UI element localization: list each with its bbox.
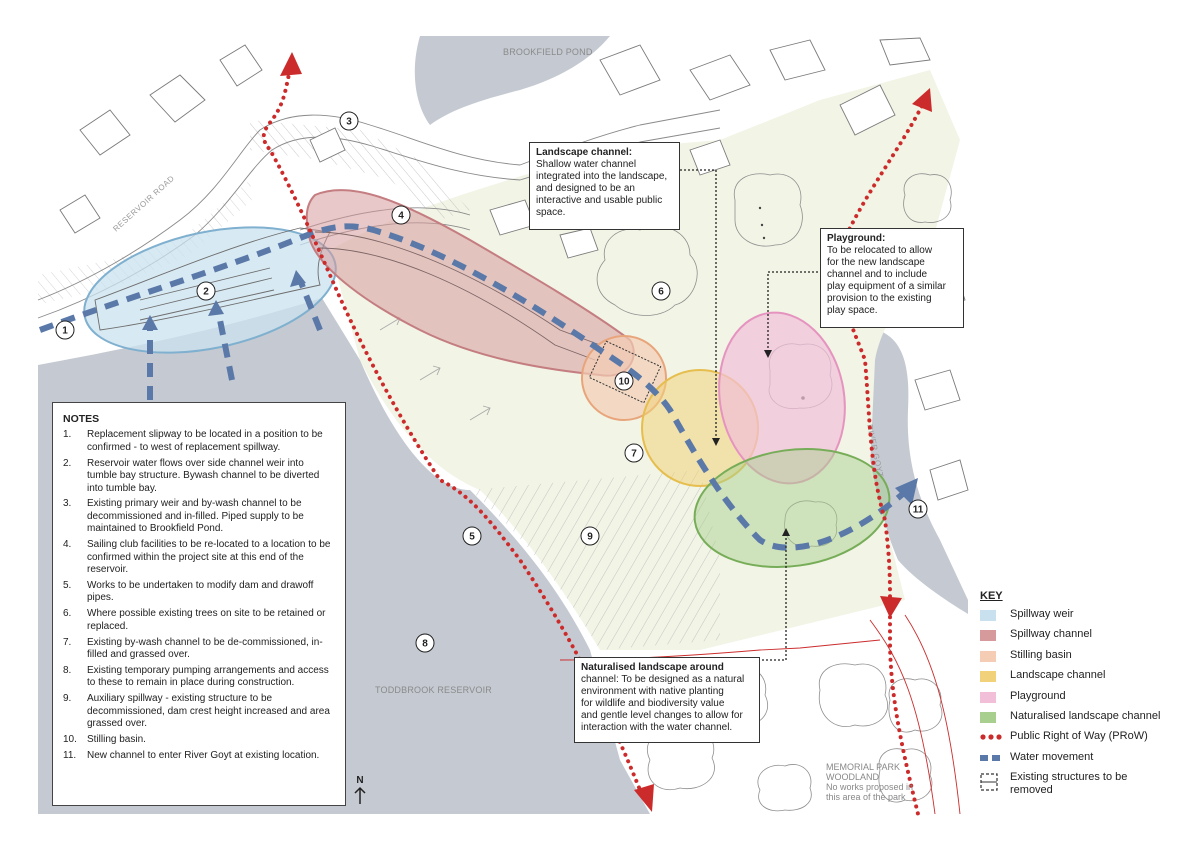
- playground-callout-title: Playground:: [827, 233, 886, 244]
- marker-6: 6: [651, 281, 671, 301]
- key-item-landscape-channel: Landscape channel: [980, 669, 1190, 689]
- key-item-water-movement: Water movement: [980, 751, 1190, 771]
- marker-8: 8: [415, 633, 435, 653]
- swatch: [980, 610, 996, 621]
- note-item: 7.Existing by-wash channel to be de-comm…: [63, 636, 323, 660]
- note-item: 3.Existing primary weir and by-wash chan…: [63, 498, 304, 535]
- key-item-prow: Public Right of Way (PRoW): [980, 730, 1190, 750]
- key-item-playground: Playground: [980, 690, 1190, 710]
- bywash-hatch: [250, 120, 470, 220]
- key-item-existing-structures: Existing structures to be removed: [980, 771, 1190, 801]
- water-movement-arrowheads: [142, 270, 918, 505]
- callout-line: interaction with the water channel.: [581, 722, 733, 733]
- marker-3: 3: [339, 111, 359, 131]
- marker-11: 11: [908, 499, 928, 519]
- brookfield-pond: [414, 36, 610, 125]
- callout-line: for wildlife and biodiversity value: [581, 698, 725, 709]
- svg-text:3: 3: [346, 117, 352, 128]
- callout-line: interactive and usable public: [536, 195, 663, 206]
- landscape-channel-callout-title: Landscape channel:: [536, 147, 633, 158]
- map-key: KEY Spillway weir Spillway channel Still…: [980, 590, 1190, 801]
- key-title: KEY: [980, 590, 1003, 602]
- svg-text:1: 1: [62, 326, 68, 337]
- river-goyt: [864, 330, 968, 614]
- callout-leader-arrows: [712, 350, 790, 536]
- callout-line: space.: [536, 207, 566, 218]
- key-item-spillway-channel: Spillway channel: [980, 628, 1190, 648]
- memorial-park-label: MEMORIAL PARK WOODLAND No works proposed…: [826, 762, 914, 802]
- callout-line: To be relocated to allow: [827, 245, 933, 256]
- stilling-basin-structure: [588, 340, 662, 404]
- marker-7: 7: [624, 443, 644, 463]
- callout-line: play space.: [827, 305, 878, 316]
- marker-10: 10: [614, 371, 634, 391]
- svg-text:2: 2: [203, 287, 209, 298]
- brookfield-pond-label: BROOKFIELD POND: [503, 47, 593, 57]
- svg-text:6: 6: [658, 287, 664, 298]
- water-movement-lines: [38, 223, 907, 551]
- note-item: 2.Reservoir water flows over side channe…: [63, 457, 320, 494]
- svg-text:10: 10: [618, 377, 630, 388]
- marker-9: 9: [580, 526, 600, 546]
- naturalised-callout: Naturalised landscape around channel: To…: [574, 657, 760, 743]
- marker-5: 5: [462, 526, 482, 546]
- naturalised-callout-title: Naturalised landscape around: [581, 662, 724, 673]
- marker-1: 1: [55, 320, 75, 340]
- swatch: [980, 650, 996, 662]
- svg-text:11: 11: [913, 505, 924, 516]
- road-hatch: [38, 180, 252, 305]
- north-arrow-icon: [354, 786, 366, 804]
- prow-arrowheads: [280, 52, 932, 812]
- note-item: 11.New channel to enter River Goyt at ex…: [63, 749, 320, 761]
- notes-title: NOTES: [63, 413, 100, 425]
- svg-text:4: 4: [398, 211, 404, 222]
- notes-panel: NOTES 1.Replacement slipway to be locate…: [52, 402, 346, 806]
- auxiliary-spillway-hatch: [470, 470, 720, 650]
- callout-line: and gentle level changes to allow for: [581, 710, 743, 721]
- callout-line: channel and to include: [827, 269, 928, 280]
- north-label: N: [356, 775, 364, 786]
- playground-callout: Playground: To be relocated to allow for…: [820, 228, 964, 328]
- svg-text:8: 8: [422, 639, 428, 650]
- prow-symbol-icon: [980, 734, 1002, 740]
- callout-line: play equipment of a similar: [827, 281, 946, 292]
- callout-line: for the new landscape: [827, 257, 925, 268]
- marker-2: 2: [196, 281, 216, 301]
- callout-leaders: [680, 169, 826, 661]
- landscape-channel-callout: Landscape channel: Shallow water channel…: [529, 142, 680, 230]
- key-item-naturalised-channel: Naturalised landscape channel: [980, 710, 1190, 730]
- note-item: 10.Stilling basin.: [63, 733, 146, 745]
- swatch: [980, 671, 996, 683]
- svg-text:7: 7: [631, 449, 637, 460]
- swatch: [980, 630, 996, 642]
- callout-line: channel: To be designed as a natural: [581, 674, 745, 685]
- note-item: 1.Replacement slipway to be located in a…: [63, 429, 323, 453]
- note-item: 9.Auxiliary spillway - existing structur…: [63, 693, 330, 729]
- spillway-channel-lines: [314, 231, 601, 361]
- svg-text:9: 9: [587, 532, 593, 543]
- note-item: 5.Works to be undertaken to modify dam a…: [63, 579, 314, 604]
- swatch: [980, 691, 996, 703]
- existing-structure-symbol-icon: [980, 773, 998, 791]
- note-item: 4.Sailing club facilities to be re-locat…: [63, 539, 331, 575]
- callout-line: integrated into the landscape,: [536, 171, 668, 182]
- notes-list: 1.Replacement slipway to be located in a…: [63, 429, 335, 762]
- callout-line: environment with native planting: [581, 686, 724, 697]
- note-item: 8.Existing temporary pumping arrangement…: [63, 664, 329, 689]
- marker-4: 4: [391, 205, 411, 225]
- callout-line: Shallow water channel: [536, 159, 637, 170]
- svg-text:5: 5: [469, 532, 475, 543]
- key-item-stilling-basin: Stilling basin: [980, 649, 1190, 669]
- toddbrook-reservoir-label: TODDBROOK RESERVOIR: [375, 685, 492, 695]
- callout-line: and designed to be an: [536, 183, 635, 194]
- swatch: [980, 711, 996, 723]
- key-item-spillway-weir: Spillway weir: [980, 608, 1190, 628]
- callout-line: provision to the existing: [827, 293, 932, 304]
- note-item: 6.Where possible existing trees on site …: [63, 608, 326, 632]
- water-movement-symbol-icon: [980, 754, 1000, 761]
